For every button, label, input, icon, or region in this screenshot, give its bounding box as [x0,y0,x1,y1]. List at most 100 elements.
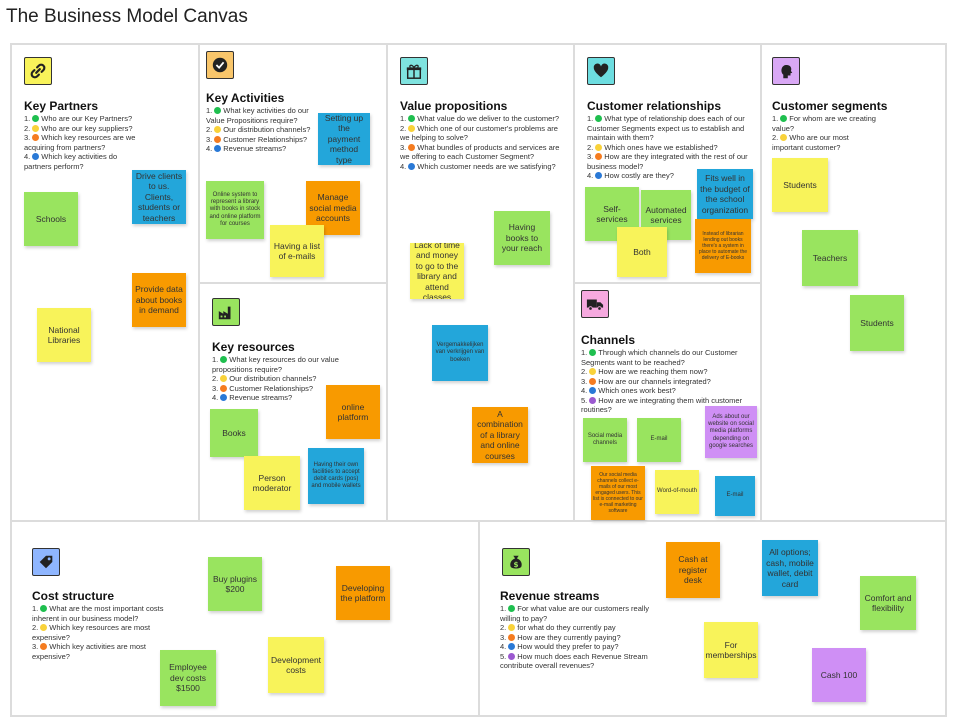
sticky-note[interactable]: E-mail [715,476,755,516]
check-icon [206,51,234,79]
sticky-note[interactable]: Having their own facilities to accept de… [308,448,364,504]
section-channels: Channels 1.Through which channels do our… [574,283,761,521]
question-item: 2.Which ones have we established? [587,142,718,152]
heart-icon [587,57,615,85]
section-key-activities: Key Activities 1.What key activities do … [199,44,387,283]
sticky-note[interactable]: Buy plugins $200 [208,557,262,611]
section-customer-relationships: Customer relationships 1.What type of re… [574,44,761,283]
gift-icon [400,57,428,85]
question-item: 1.What key resources do our value propos… [212,355,339,374]
question-item: 4.Which customer needs are we satisfying… [400,161,556,171]
question-item: 1.What are the most important costs inhe… [32,604,164,623]
section-title: Customer relationships [587,99,722,113]
question-item: 5.How much does each Revenue Stream cont… [500,651,648,671]
section-title: Channels [581,333,636,347]
sticky-note[interactable]: Both [617,227,667,277]
sticky-note[interactable]: Teachers [802,230,858,286]
sticky-note[interactable]: Cash at register desk [666,542,720,598]
question-item: 3.Customer Relationships? [206,134,308,144]
sticky-note[interactable]: For memberships [704,622,758,678]
question-item: 3.Customer Relationships? [212,383,314,393]
sticky-note[interactable]: Schools [24,192,78,246]
svg-text:$: $ [513,560,518,569]
sticky-note[interactable]: Vergemakkelijken van verkrijgen van boek… [432,325,488,381]
sticky-note[interactable]: Online system to represent a library wit… [206,181,264,239]
sticky-note[interactable]: Word-of-mouth [655,470,699,514]
question-item: 1.Through which channels do our Customer… [581,348,738,367]
sticky-note[interactable]: Ads about our website on social media pl… [705,406,757,458]
sticky-note[interactable]: Comfort and flexibility [860,576,916,630]
sticky-note[interactable]: Our social media channels collect e-mail… [591,466,645,520]
sticky-note[interactable]: Lack of time and money to go to the libr… [410,243,464,299]
question-list: 1.For whom are we creating value? 2.Who … [772,114,882,152]
canvas-board: Key Partners 1.Who are our Key Partners?… [10,43,947,717]
money-bag-icon: $ [502,548,530,576]
question-item: 4.Revenue streams? [206,144,287,153]
sticky-note[interactable]: Setting up the payment method type [318,113,370,165]
truck-icon [581,290,609,318]
question-list: 1.What type of relationship does each of… [587,114,755,181]
section-key-resources: Key resources 1.What key resources do ou… [199,283,387,521]
section-value-propositions: Value propositions 1.What value do we de… [387,44,574,521]
sticky-note[interactable]: Books [210,409,258,457]
head-icon [772,57,800,85]
sticky-note[interactable]: Having books to your reach [494,211,550,265]
section-title: Key Activities [206,91,285,105]
section-title: Value propositions [400,99,508,113]
sticky-note[interactable]: National Libraries [37,308,91,362]
question-item: 2.for what do they currently pay [500,623,616,632]
section-revenue-streams: $ Revenue streams 1.For what value are o… [479,521,946,716]
sticky-note[interactable]: All options; cash, mobile wallet, debit … [762,540,818,596]
question-item: 1.For whom are we creating value? [772,114,876,133]
sticky-note[interactable]: Person moderator [244,456,300,510]
section-customer-segments: Customer segments 1.For whom are we crea… [761,44,946,521]
section-cost-structure: Cost structure 1.What are the most impor… [11,521,479,716]
section-title: Cost structure [32,589,115,603]
sticky-note[interactable]: Fits well in the budget of the school or… [697,169,753,219]
question-item: 4.Which key activities do partners perfo… [24,152,118,171]
section-title: Key Partners [24,99,99,113]
question-list: 1.For what value are our customers reall… [500,604,660,671]
section-title: Customer segments [772,99,888,113]
sticky-note[interactable]: Employee dev costs $1500 [160,650,216,706]
question-item: 3.How are they integrated with the rest … [587,152,748,171]
question-item: 5.How are we integrating them with custo… [581,395,743,415]
question-item: 2.Which key resources are most expensive… [32,623,151,642]
question-item: 4.Revenue streams? [212,393,293,402]
question-item: 3.How are they currently paying? [500,632,621,642]
question-list: 1.What key resources do our value propos… [212,355,362,403]
question-item: 1.What key activities do our Value Propo… [206,106,309,125]
question-item: 2.Who are our key suppliers? [24,123,133,133]
section-title: Key resources [212,340,295,354]
sticky-note[interactable]: E-mail [637,418,681,462]
question-item: 2.Our distribution channels? [206,125,311,134]
sticky-note[interactable]: A combination of a library and online co… [472,407,528,463]
sticky-note[interactable]: Having a list of e-mails [270,225,324,277]
question-item: 1.What type of relationship does each of… [587,114,745,142]
question-list: 1.What are the most important costs inhe… [32,604,172,661]
question-item: 1.Who are our Key Partners? [24,114,133,123]
section-title: Revenue streams [500,589,600,603]
sticky-note[interactable]: Students [772,158,828,212]
question-list: 1.What value do we deliver to the custom… [400,114,560,171]
sticky-note[interactable]: Cash 100 [812,648,866,702]
question-item: 2.Which one of our customer's problems a… [400,123,558,143]
sticky-note[interactable]: Provide data about books in demand [132,273,186,327]
question-item: 3.Which key activities are most expensiv… [32,642,146,661]
sticky-note[interactable]: online platform [326,385,380,439]
question-item: 3.Which key resources are we acquiring f… [24,133,136,152]
sticky-note[interactable]: Developing the platform [336,566,390,620]
sticky-note[interactable]: Social media channels [583,418,627,462]
sticky-note[interactable]: Development costs [268,637,324,693]
link-icon [24,57,52,85]
question-item: 2.How are we reaching them now? [581,367,708,376]
question-item: 3.What bundles of products and services … [400,142,560,162]
question-item: 3.How are our channels integrated? [581,376,711,386]
question-item: 4.How would they prefer to pay? [500,642,619,651]
sticky-note[interactable]: Students [850,295,904,351]
sticky-note[interactable]: Instead of librarian lending out books t… [695,219,751,273]
question-item: 4.Which ones work best? [581,386,676,395]
factory-icon [212,298,240,326]
question-list: 1.Who are our Key Partners? 2.Who are ou… [24,114,144,171]
sticky-note[interactable]: Drive clients to us. Clients, students o… [132,170,186,224]
